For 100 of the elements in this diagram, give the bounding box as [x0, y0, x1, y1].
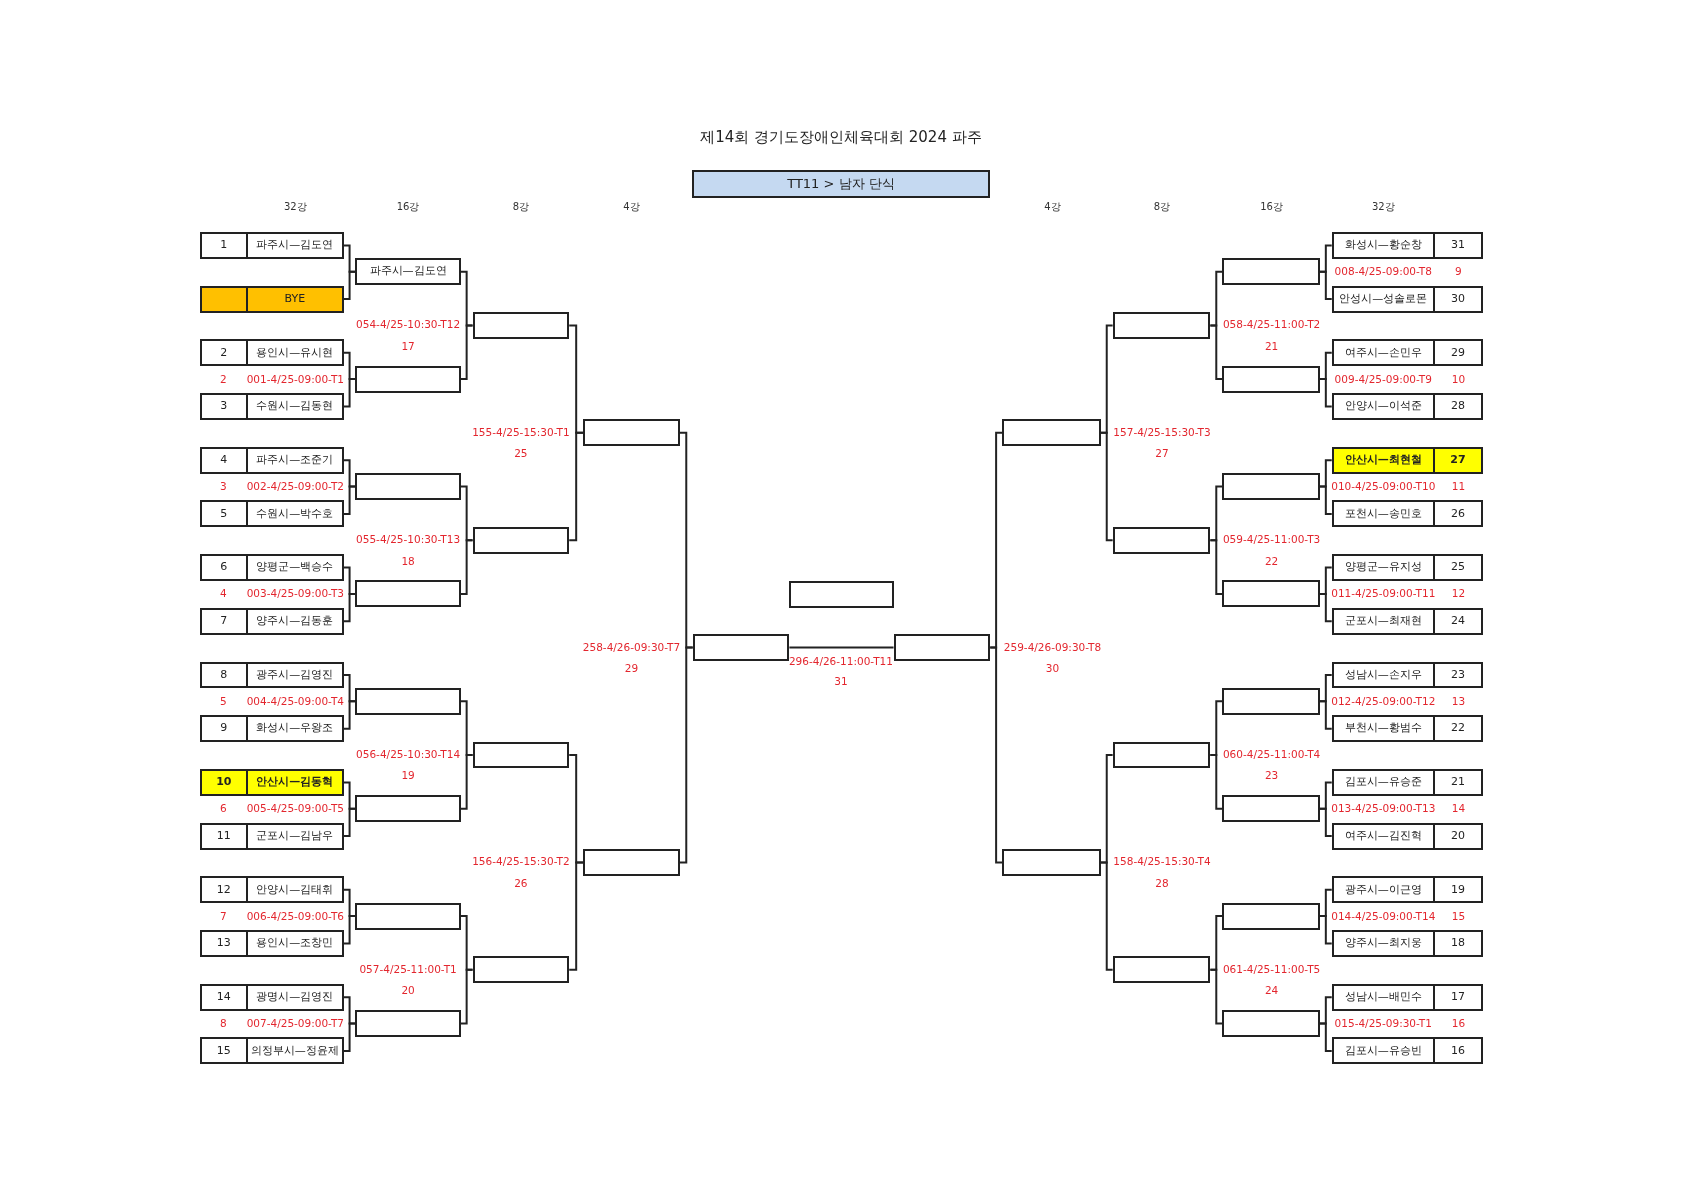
entry-row [199, 983, 344, 1011]
match-code: 054-4/25-10:30-T12 [356, 317, 461, 333]
round-header: 32강 [284, 199, 307, 214]
match-box [1222, 473, 1320, 500]
match-box [1112, 526, 1211, 554]
match-box [472, 956, 570, 984]
seed-number: 19 [1451, 881, 1465, 898]
player-name: 포천시—송민호 [1344, 505, 1422, 522]
match-number: 2 [220, 371, 227, 387]
match-number: 23 [1264, 768, 1279, 784]
match-box [1002, 419, 1101, 447]
entry-row [199, 231, 344, 259]
match-code: 013-4/25-09:00-T13 [1331, 801, 1436, 817]
player-name: 수원시—김동현 [256, 398, 334, 415]
match-number: 25 [514, 446, 528, 462]
match-box [1112, 312, 1211, 339]
bracket-line [1209, 539, 1224, 595]
match-number: 9 [1455, 264, 1462, 280]
seed-number: 27 [1450, 451, 1466, 468]
match-number: 28 [1155, 876, 1169, 891]
match-box [1222, 795, 1320, 823]
seed-number: 8 [220, 666, 228, 683]
match-code: 055-4/25-10:30-T13 [356, 532, 461, 548]
match-number: 10 [1451, 371, 1466, 387]
entry-row [1331, 231, 1484, 259]
bracket-line [1318, 1022, 1333, 1052]
match-number: 22 [1264, 553, 1279, 569]
match-number: 5 [220, 693, 227, 709]
entry-row [1331, 930, 1484, 957]
seed-number: 20 [1451, 827, 1465, 844]
match-number: 21 [1264, 339, 1279, 354]
entry-row [199, 768, 344, 796]
entry-row [1331, 393, 1484, 420]
bracket-line [1318, 700, 1333, 730]
seed-number: 6 [220, 559, 228, 576]
match-box [355, 473, 461, 500]
match-code: 296-4/26-11:00-T11 [788, 653, 893, 669]
entry-row [1331, 339, 1484, 367]
entry-row [199, 285, 344, 313]
match-number: 20 [401, 983, 415, 999]
bracket-line [342, 700, 357, 730]
match-code: 002-4/25-09:00-T2 [246, 479, 345, 495]
match-box [1002, 848, 1101, 876]
entry-row [1331, 768, 1484, 796]
bracket-line [342, 1022, 357, 1052]
player-name: 광주시—김영진 [256, 666, 334, 683]
match-number: 12 [1451, 586, 1466, 602]
round-header: 32강 [1371, 199, 1395, 214]
match-code: 012-4/25-09:00-T12 [1331, 693, 1436, 709]
seed-number: 22 [1451, 720, 1465, 737]
player-name: 광명시—김영진 [256, 988, 334, 1005]
seed-number: 17 [1451, 988, 1465, 1005]
match-number: 4 [220, 586, 227, 602]
player-name: 화성시—황순창 [1344, 237, 1422, 254]
match-number: 3 [220, 479, 227, 495]
bracket-line [1318, 270, 1333, 301]
seed-number: 7 [220, 613, 228, 630]
entry-row [199, 339, 344, 367]
round-header: 4강 [1044, 199, 1061, 214]
match-box [472, 312, 570, 339]
bracket-line [568, 861, 585, 971]
round-header: 8강 [1153, 199, 1171, 214]
bracket-line [1099, 431, 1114, 542]
bracket-line [459, 324, 474, 381]
entry-row [1331, 1037, 1484, 1065]
match-code: 008-4/25-09:00-T8 [1334, 264, 1432, 280]
match-box [355, 1010, 461, 1037]
bracket-line [1318, 485, 1333, 515]
bracket-line [459, 539, 474, 595]
match-code: 003-4/25-09:00-T3 [246, 586, 345, 602]
bracket-line [1209, 968, 1224, 1025]
match-code: 007-4/25-09:00-T7 [246, 1016, 345, 1032]
seed-number: 21 [1451, 774, 1465, 791]
match-number: 18 [401, 553, 415, 569]
entry-row [199, 715, 344, 743]
bracket-line [1099, 861, 1114, 971]
match-box [789, 581, 894, 608]
round-header: 8강 [512, 199, 530, 214]
player-name: 안산시—김동혁 [256, 774, 334, 791]
player-name: 화성시—우왕조 [256, 720, 334, 737]
match-box [355, 795, 461, 823]
match-code: 011-4/25-09:00-T11 [1331, 586, 1436, 602]
match-code: 009-4/25-09:00-T9 [1334, 371, 1432, 387]
match-code: 259-4/26-09:30-T8 [1003, 639, 1102, 655]
round-header: 16강 [396, 199, 420, 214]
entry-row [1331, 661, 1484, 689]
match-box [1222, 580, 1320, 608]
match-number: 17 [401, 339, 415, 354]
entry-row [199, 393, 344, 420]
bracket-line [342, 485, 357, 515]
player-name: 부천시—황범수 [1344, 720, 1422, 737]
match-box [583, 419, 680, 447]
seed-number: 10 [216, 774, 232, 791]
match-box [692, 634, 790, 661]
entry-row [1331, 554, 1484, 581]
player-name: 용인시—유시현 [256, 344, 334, 361]
match-number: 29 [624, 661, 639, 677]
match-code: 056-4/25-10:30-T14 [356, 747, 461, 763]
match-box [1222, 902, 1320, 930]
player-name: 양주시—김동훈 [256, 613, 334, 630]
